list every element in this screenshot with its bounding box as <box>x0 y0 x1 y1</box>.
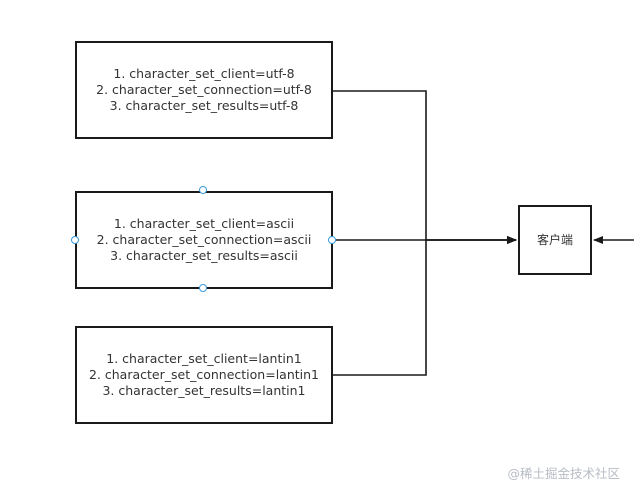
node-utf8-settings[interactable]: 1. character_set_client=utf-8 2. charact… <box>75 41 333 139</box>
watermark: @稀土掘金技术社区 <box>507 466 620 481</box>
selection-handle-top[interactable] <box>199 186 207 194</box>
node-utf8-line-2: 2. character_set_connection=utf-8 <box>96 82 312 97</box>
node-lantin1-line-3: 3. character_set_results=lantin1 <box>102 383 306 398</box>
connector-lantin1-to-client[interactable] <box>333 236 517 376</box>
node-utf8-line-3: 3. character_set_results=utf-8 <box>109 98 299 113</box>
node-lantin1-settings[interactable]: 1. character_set_client=lantin1 2. chara… <box>75 326 333 424</box>
node-lantin1-line-1: 1. character_set_client=lantin1 <box>106 351 302 366</box>
node-ascii-line-2: 2. character_set_connection=ascii <box>96 232 312 247</box>
selection-handle-right[interactable] <box>328 236 336 244</box>
node-utf8-line-1: 1. character_set_client=utf-8 <box>113 66 295 81</box>
selection-handle-left[interactable] <box>71 236 79 244</box>
node-ascii-line-3: 3. character_set_results=ascii <box>110 248 298 263</box>
node-ascii-line-1: 1. character_set_client=ascii <box>113 216 295 231</box>
node-client[interactable]: 客户端 <box>518 205 592 275</box>
connector-utf8-to-client[interactable] <box>333 90 517 244</box>
node-lantin1-line-2: 2. character_set_connection=lantin1 <box>88 367 319 382</box>
node-client-label: 客户端 <box>536 233 573 247</box>
selection-handle-bottom[interactable] <box>199 284 207 292</box>
node-ascii-settings[interactable]: 1. character_set_client=ascii 2. charact… <box>75 191 333 289</box>
